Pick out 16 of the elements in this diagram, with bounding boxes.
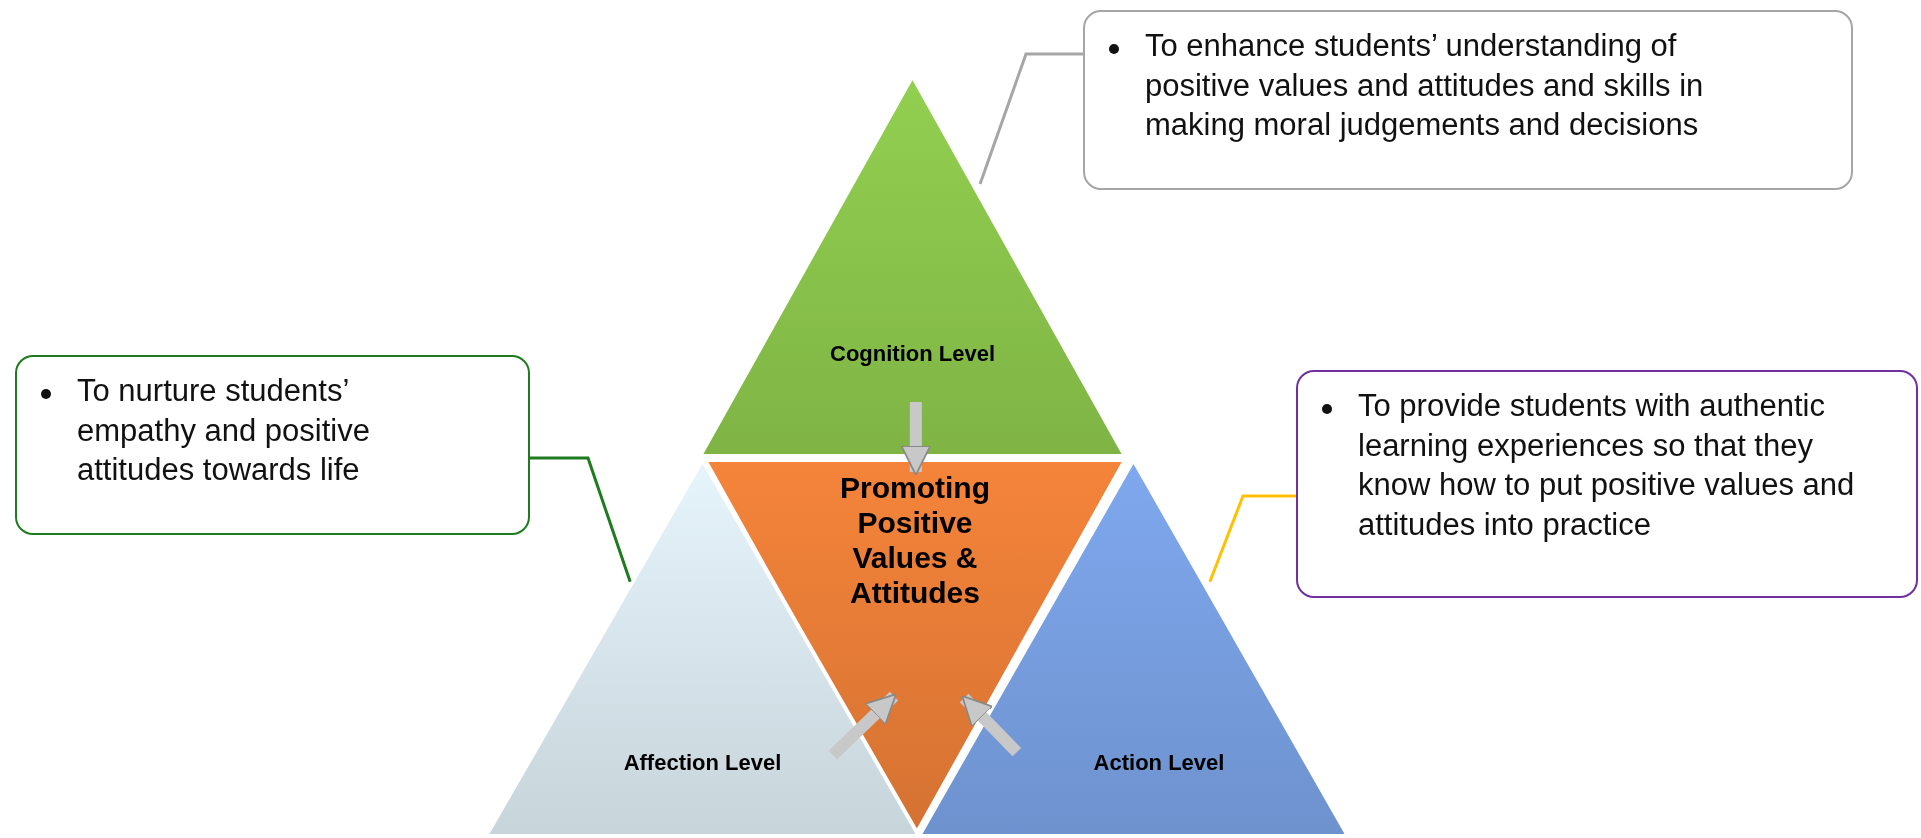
leader-line: [1208, 494, 1296, 583]
arrow: [959, 693, 1022, 757]
level-label: Cognition Level: [829, 341, 996, 367]
level-label: Action Level: [1092, 750, 1226, 776]
level-label: Promoting Positive Values & Attitudes: [839, 470, 991, 611]
leader-line: [530, 456, 632, 583]
callout-text: To provide students with authentic learning experiences so that they know how to put positive values and attitudes into practice: [1358, 387, 1856, 544]
callout-box: [15, 355, 530, 535]
arrow: [828, 691, 899, 760]
arrow: [900, 402, 932, 476]
callout-text: To enhance students’ understanding of positive values and attitudes and skills in making moral judgements and decisions: [1145, 27, 1705, 145]
callout-box: [1083, 10, 1853, 190]
callout-text: To nurture students’ empathy and positive attitudes towards life: [77, 372, 371, 490]
callout-box: [1296, 370, 1918, 598]
level-label: Affection Level: [622, 750, 783, 776]
leader-line: [978, 52, 1083, 185]
